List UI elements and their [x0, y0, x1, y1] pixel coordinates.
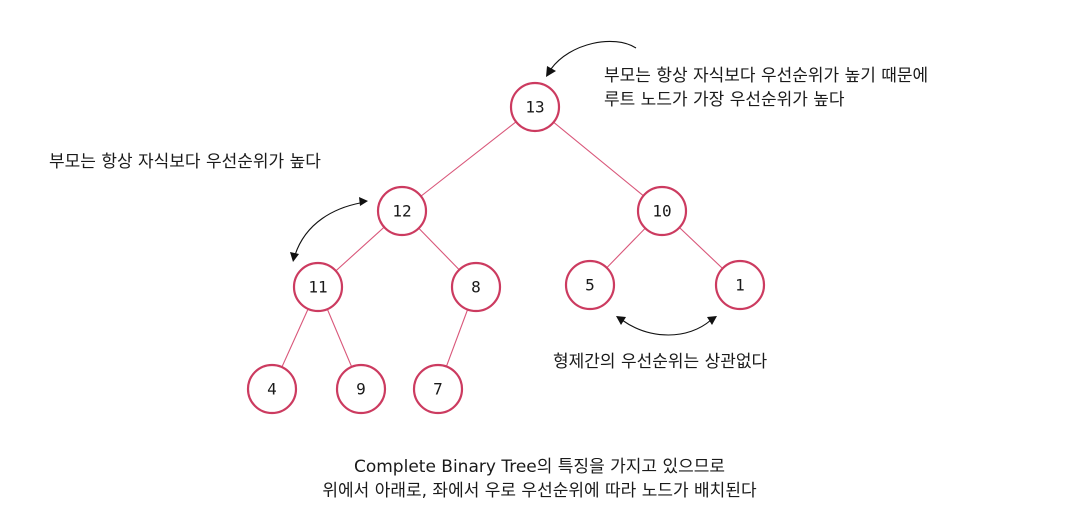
tree-node-circle	[714, 259, 766, 311]
parent-child-arrow	[294, 202, 361, 256]
tree-node-label: 9	[356, 380, 366, 399]
complete-binary-tree-note: Complete Binary Tree의 특징을 가지고 있으므로 위에서 아…	[0, 455, 1079, 503]
sibling-arrowhead-right	[707, 316, 717, 325]
tree-node: 8	[450, 261, 502, 313]
complete-binary-tree-note-line2: 위에서 아래로, 좌에서 우로 우선순위에 따라 노드가 배치된다	[322, 481, 757, 501]
tree-node-circle	[564, 259, 616, 311]
tree-node-circle	[246, 363, 298, 415]
tree-node-label: 12	[392, 202, 411, 221]
sibling-priority-note: 형제간의 우선순위는 상관없다	[553, 352, 768, 372]
tree-edges	[271, 106, 741, 390]
tree-node-label: 13	[525, 98, 544, 117]
tree-node-circle	[376, 185, 428, 237]
tree-node-circle	[412, 363, 464, 415]
tree-node: 11	[292, 261, 344, 313]
tree-node: 9	[335, 363, 387, 415]
tree-node: 13	[509, 81, 561, 133]
tree-node: 1	[714, 259, 766, 311]
tree-node-label: 1	[735, 276, 745, 295]
tree-node-label: 4	[267, 380, 277, 399]
complete-binary-tree-note-line1: Complete Binary Tree의 특징을 가지고 있으므로	[353, 457, 726, 477]
tree-node-label: 5	[585, 276, 595, 295]
sibling-arrow	[621, 319, 712, 336]
tree-nodes: 13 12 10 11 8 5 1 4 9 7	[246, 81, 766, 415]
annotation-arrows	[290, 41, 717, 336]
tree-node-label: 10	[652, 202, 671, 221]
tree-node-label: 8	[471, 278, 481, 297]
tree-node-circle	[335, 363, 387, 415]
tree-node: 12	[376, 185, 428, 237]
root-priority-note-line2: 루트 노드가 가장 우선순위가 높다	[604, 90, 845, 110]
tree-node-circle	[636, 185, 688, 237]
tree-node-circle	[292, 261, 344, 313]
parent-child-arrowhead-bottom	[290, 252, 299, 262]
root-priority-note-line1: 부모는 항상 자식보다 우선순위가 높기 때문에	[604, 66, 929, 86]
root-priority-arrowhead	[546, 66, 556, 77]
root-priority-arrow	[550, 41, 637, 70]
parent-priority-note: 부모는 항상 자식보다 우선순위가 높다	[49, 152, 321, 172]
root-priority-note: 부모는 항상 자식보다 우선순위가 높기 때문에 루트 노드가 가장 우선순위가…	[604, 64, 928, 112]
tree-node-label: 11	[308, 278, 327, 297]
tree-node: 10	[636, 185, 688, 237]
tree-node-label: 7	[433, 380, 443, 399]
tree-edge	[534, 106, 663, 212]
tree-node-circle	[450, 261, 502, 313]
sibling-arrowhead-left	[616, 316, 626, 325]
tree-node: 4	[246, 363, 298, 415]
tree-node: 7	[412, 363, 464, 415]
tree-node: 5	[564, 259, 616, 311]
tree-node-circle	[509, 81, 561, 133]
tree-edge	[401, 106, 536, 212]
parent-child-arrowhead-top	[359, 197, 368, 206]
